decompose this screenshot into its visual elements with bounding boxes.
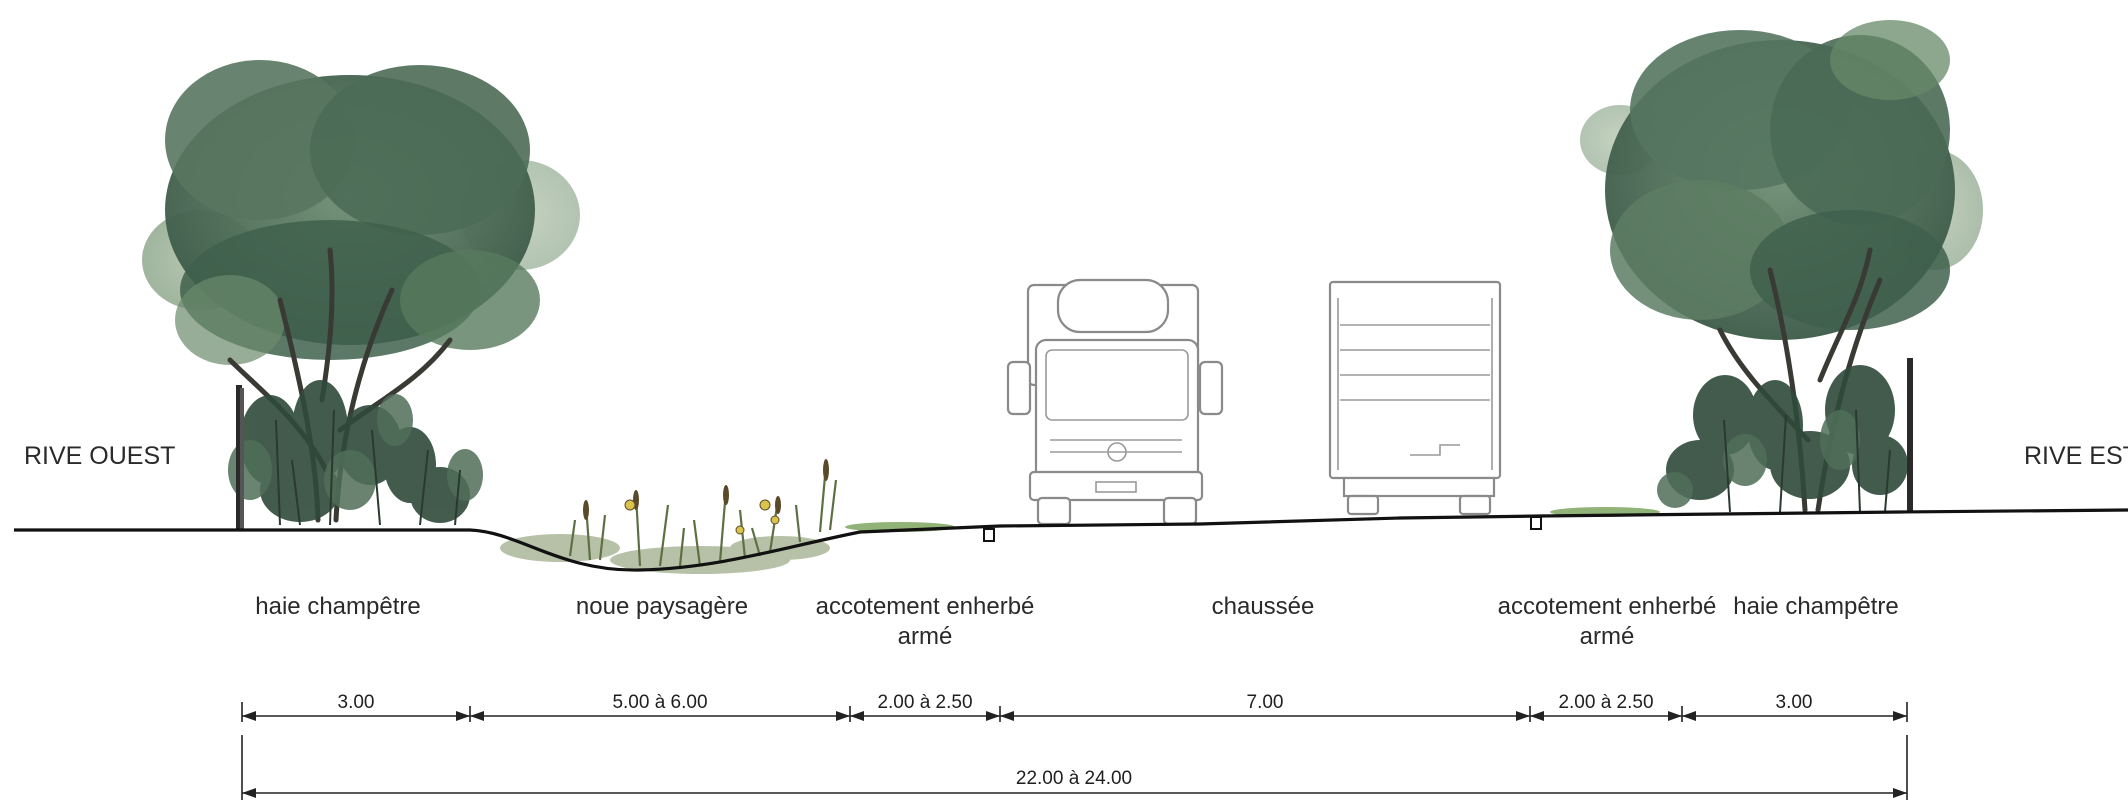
zone-label-haie-west: haie champêtre <box>255 593 420 620</box>
tree-east-icon <box>1580 20 1983 513</box>
drain-west-icon <box>983 528 995 542</box>
dimension-haie-west: 3.00 <box>338 692 375 713</box>
reeds-swale-icon <box>500 459 838 574</box>
side-label-east: RIVE EST <box>2024 442 2128 470</box>
dimension-accotement-east: 2.00 à 2.50 <box>1558 692 1653 713</box>
drain-east-icon <box>1530 516 1542 530</box>
ground-profile-line <box>14 508 2128 572</box>
dimension-haie-east: 3.00 <box>1776 692 1813 713</box>
post-west-icon <box>236 385 244 530</box>
hedge-east-icon <box>1657 365 1908 513</box>
zone-label-accotement-west-2: armé <box>898 623 953 650</box>
zone-label-accotement-east-1: accotement enherbé <box>1498 593 1717 620</box>
dimension-total: 22.00 à 24.00 <box>1016 768 1132 789</box>
dimension-noue: 5.00 à 6.00 <box>612 692 707 713</box>
zone-label-accotement-east-2: armé <box>1580 623 1635 650</box>
truck-front-icon <box>1006 278 1224 526</box>
tree-west-icon <box>142 60 580 523</box>
dimension-chaussee: 7.00 <box>1247 692 1284 713</box>
post-east-icon <box>1907 358 1913 513</box>
zone-label-chaussee: chaussée <box>1212 593 1315 620</box>
zone-label-accotement-west-1: accotement enherbé <box>816 593 1035 620</box>
dimension-accotement-west: 2.00 à 2.50 <box>877 692 972 713</box>
truck-rear-icon <box>1328 280 1502 516</box>
dimension-chain <box>241 702 1908 722</box>
zone-label-noue: noue paysagère <box>576 593 748 620</box>
dimension-total-line <box>241 735 1908 800</box>
side-label-west: RIVE OUEST <box>24 442 175 470</box>
zone-label-haie-east: haie champêtre <box>1733 593 1898 620</box>
